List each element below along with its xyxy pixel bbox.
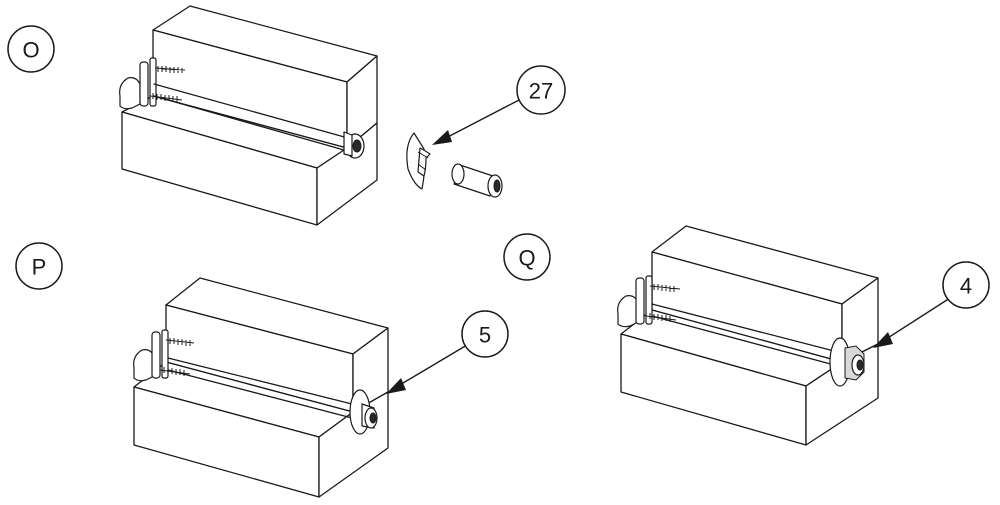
step-o-loose-flange bbox=[406, 132, 431, 190]
callout-5-label: 5 bbox=[479, 323, 491, 348]
step-q-label: Q bbox=[518, 246, 535, 271]
step-p-label: P bbox=[32, 255, 47, 280]
step-q-block bbox=[620, 225, 879, 446]
step-o-loose-pipe-sleeve bbox=[451, 163, 503, 198]
step-p-pipe bbox=[167, 357, 353, 419]
step-o-label-badge: O bbox=[7, 25, 55, 73]
step-q-label-badge: Q bbox=[503, 233, 551, 281]
step-q-rosette-and-nut bbox=[829, 337, 865, 387]
step-o-screws bbox=[149, 66, 186, 102]
step-o-pipe bbox=[153, 83, 365, 159]
step-o-label: O bbox=[22, 38, 39, 63]
step-p-block bbox=[133, 277, 389, 498]
step-q-wall-bracket bbox=[617, 275, 653, 328]
step-p-label-badge: P bbox=[15, 242, 63, 290]
step-q: Q bbox=[503, 225, 990, 446]
step-q-pipe bbox=[651, 303, 839, 367]
callout-4: 4 bbox=[873, 261, 990, 348]
step-p: P bbox=[15, 242, 509, 498]
step-o-block bbox=[121, 5, 378, 226]
callout-5: 5 bbox=[386, 310, 509, 394]
step-o-wall-bracket bbox=[119, 57, 157, 110]
step-p-wall-bracket bbox=[133, 329, 169, 382]
step-o: O bbox=[7, 5, 566, 226]
callout-27: 27 bbox=[432, 65, 566, 145]
callout-27-label: 27 bbox=[529, 79, 553, 104]
step-p-rosette bbox=[349, 389, 378, 435]
callout-4-label: 4 bbox=[960, 274, 972, 299]
